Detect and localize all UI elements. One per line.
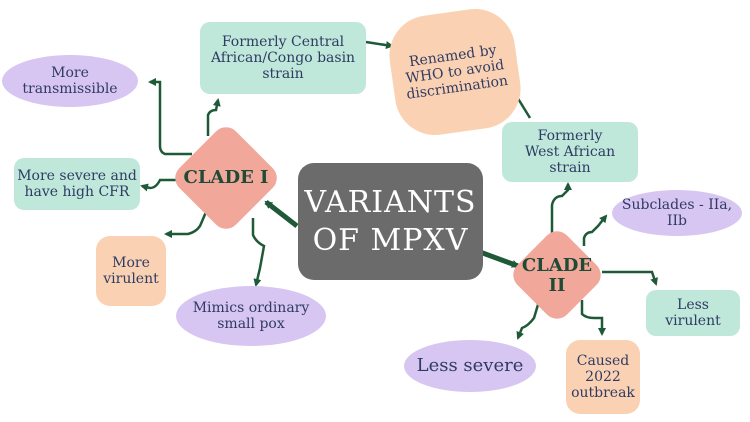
more-transmissible-node: More transmissible xyxy=(2,55,138,107)
clade1-label: CLADE I xyxy=(183,167,269,189)
connector-to-renamed xyxy=(365,40,394,50)
connector-center-to-clade1 xyxy=(264,200,299,228)
formerly-west-node: Formerly West African strain xyxy=(502,122,638,182)
connector-to-formerly-west xyxy=(550,182,572,246)
connector-to-more-severe xyxy=(140,178,185,192)
less-severe-node: Less severe xyxy=(404,340,536,392)
connector-to-formerly-central xyxy=(206,98,221,136)
more-severe-node: More severe and have high CFR xyxy=(14,158,140,210)
center-node-variants: VARIANTS OF MPXV xyxy=(298,163,483,280)
formerly-central-node: Formerly Central African/Congo basin str… xyxy=(200,22,366,94)
connector-to-less-severe xyxy=(516,297,542,340)
connector-to-less-virulent xyxy=(602,270,658,286)
connector-to-caused xyxy=(580,300,606,336)
mimics-node: Mimics ordinary small pox xyxy=(176,286,326,346)
connector-center-to-clade2 xyxy=(479,249,520,269)
connector-to-subclades xyxy=(582,214,608,246)
more-virulent-node: More virulent xyxy=(96,236,166,306)
caused-outbreak-node: Caused 2022 outbreak xyxy=(566,340,640,414)
connector-to-more-virulent xyxy=(164,211,208,238)
subclades-node: Subclades - IIa, IIb xyxy=(612,190,742,236)
connector-to-more-transmissible xyxy=(148,78,192,156)
less-virulent-node: Less virulent xyxy=(646,290,740,336)
clade2-label: CLADE II xyxy=(521,255,593,296)
connector-to-mimics xyxy=(251,218,266,287)
renamed-node: Renamed by WHO to avoid discrimination xyxy=(384,3,526,141)
